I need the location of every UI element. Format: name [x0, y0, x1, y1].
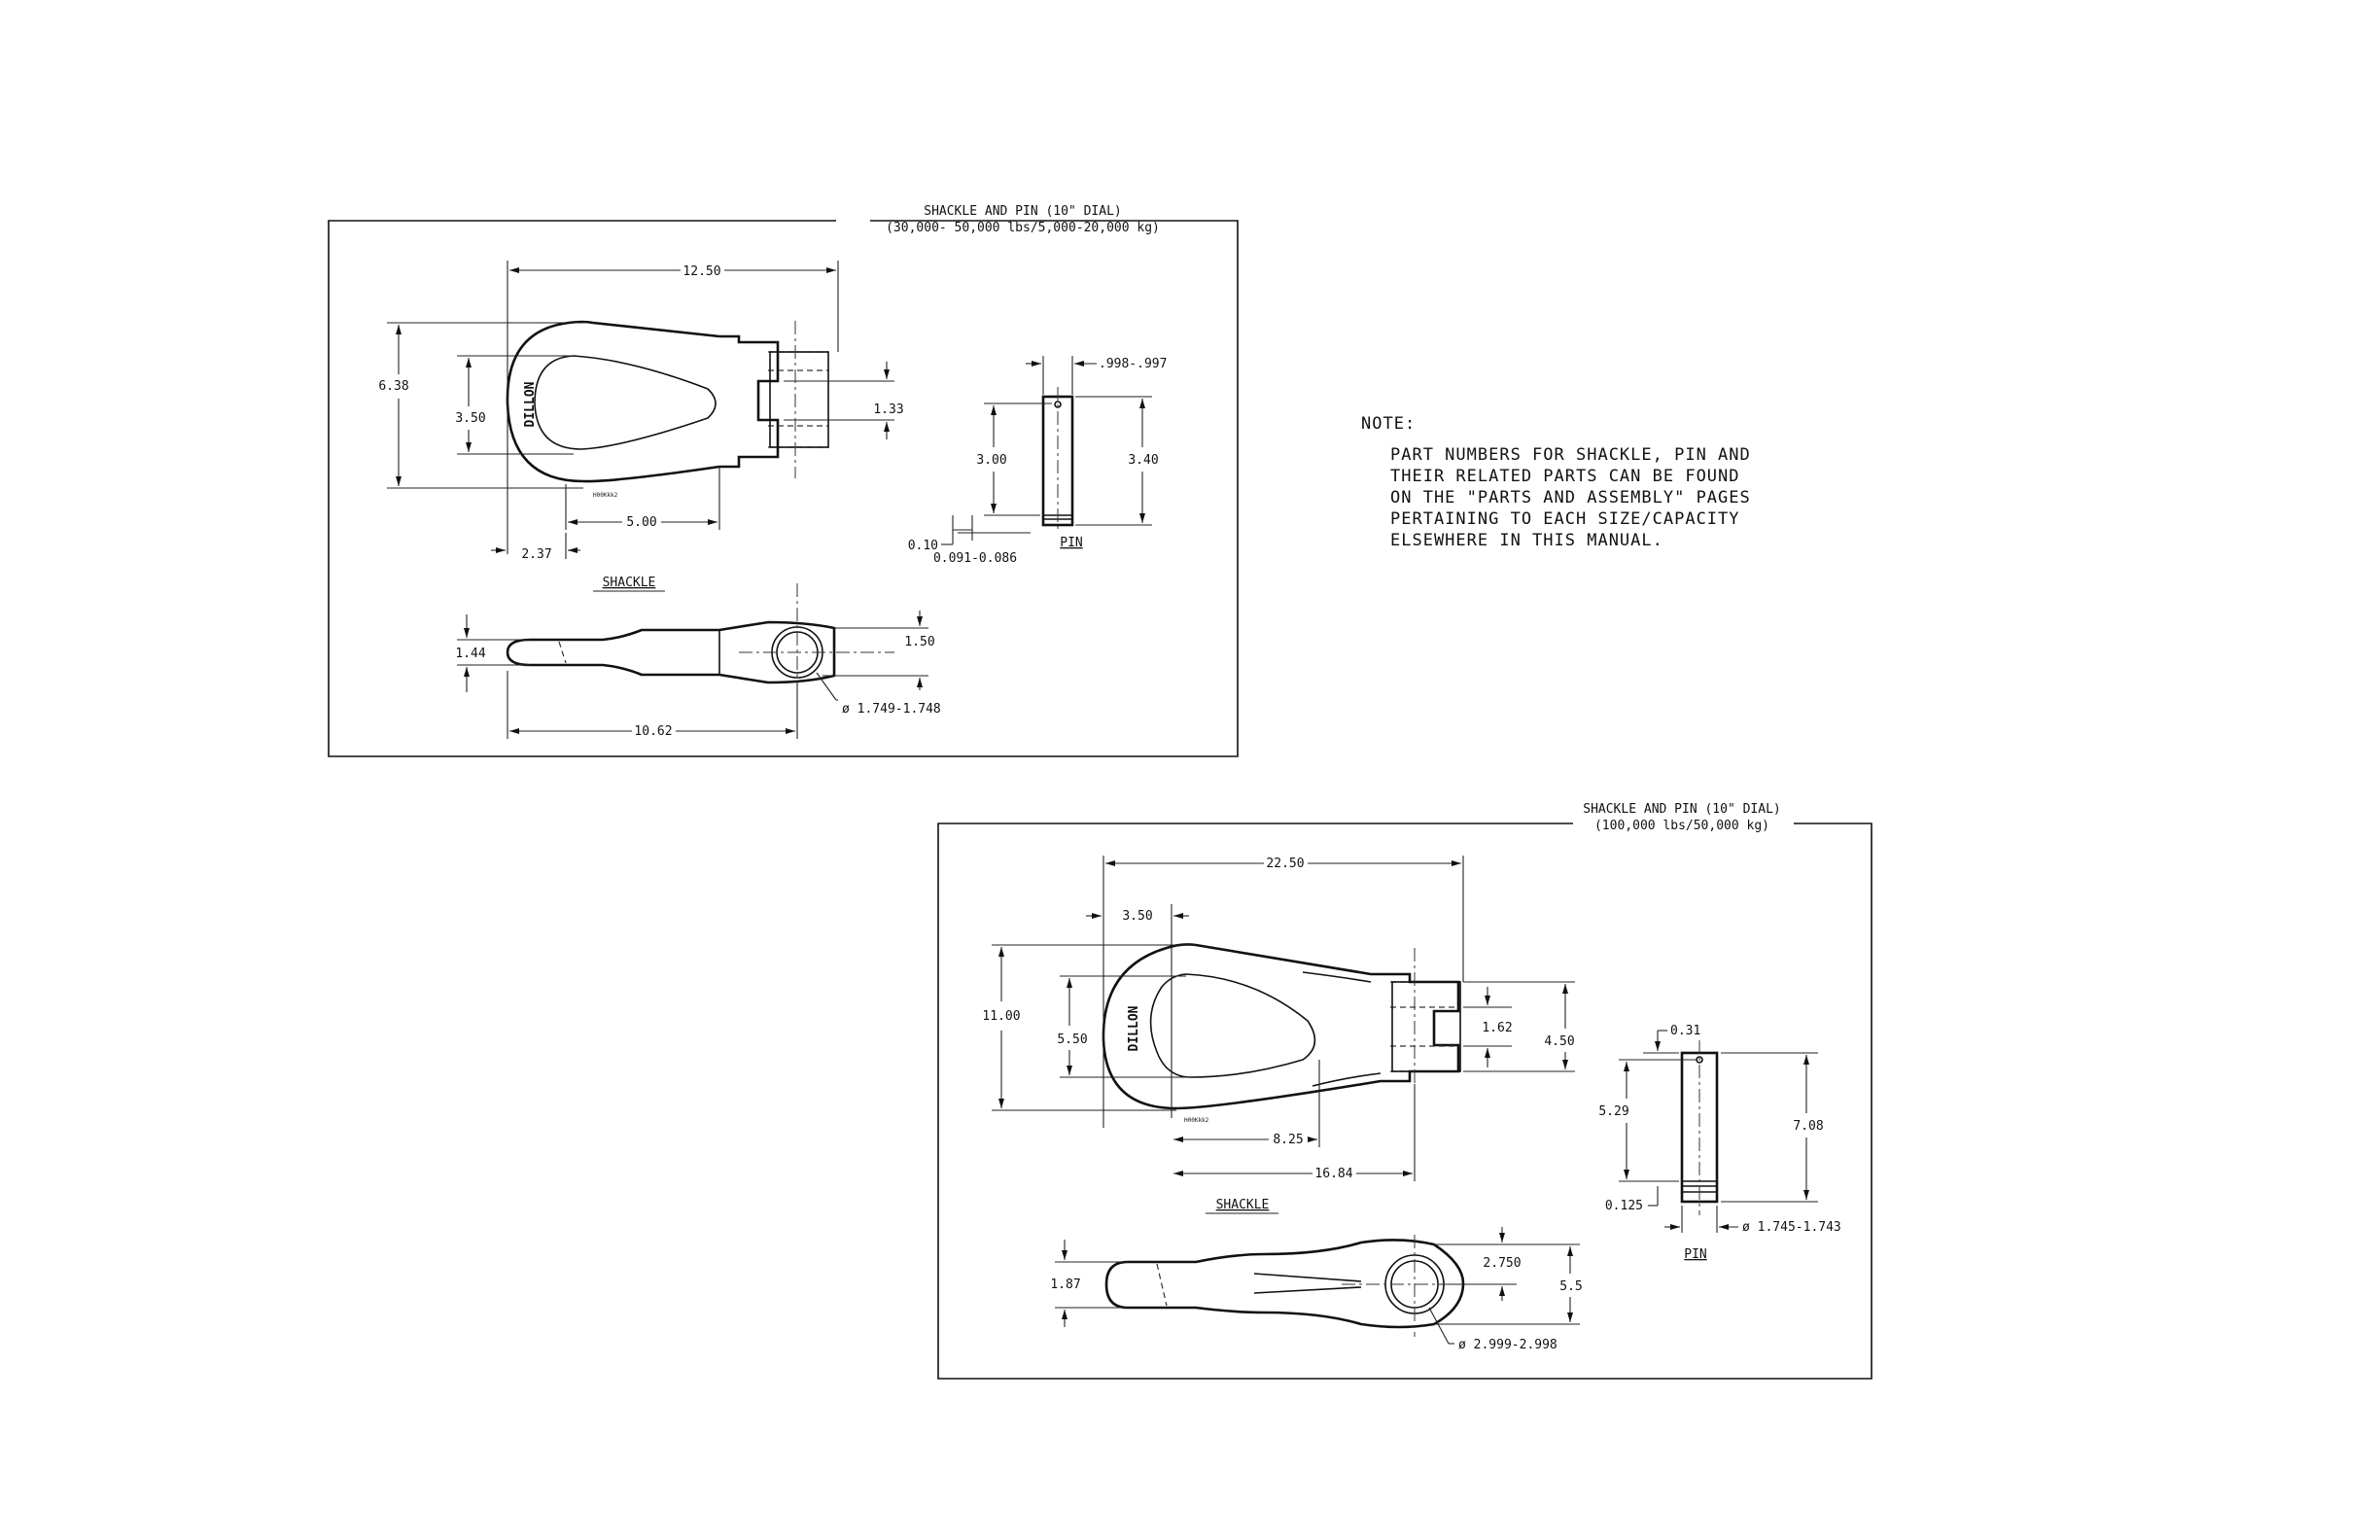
- dim-1-groove-dia: 0.091-0.086: [933, 551, 1017, 566]
- dim-2-groove: 0.125: [1605, 1199, 1643, 1213]
- note-line-5: ELSEWHERE IN THIS MANUAL.: [1390, 531, 1663, 550]
- dim-1-overall-length: 12.50: [682, 264, 720, 279]
- note-line-1: PART NUMBERS FOR SHACKLE, PIN AND: [1390, 445, 1751, 465]
- drawing-2-title: SHACKLE AND PIN (10" DIAL): [1583, 802, 1781, 817]
- dim-1-pin-dia: .998-.997: [1099, 357, 1167, 371]
- drawing-1: SHACKLE AND PIN (10" DIAL) (30,000- 50,0…: [328, 204, 1239, 757]
- shackle-1-part-code: H00Kkk2: [593, 492, 618, 499]
- dim-2-clevis-outer: 4.50: [1544, 1034, 1574, 1049]
- dim-1-pin-grip: 3.00: [976, 453, 1006, 468]
- dim-2-overall-length: 22.50: [1266, 857, 1304, 871]
- drawing-2-frame: [937, 822, 1872, 1380]
- note-heading: NOTE:: [1361, 414, 1416, 434]
- note-line-3: ON THE "PARTS AND ASSEMBLY" PAGES: [1390, 488, 1751, 508]
- pin-2-label: PIN: [1684, 1247, 1706, 1262]
- drawing-2-subtitle: (100,000 lbs/50,000 kg): [1594, 819, 1769, 833]
- drawing-1-frame: [328, 220, 1239, 757]
- dim-1-pin-length: 3.40: [1128, 453, 1158, 468]
- shackle-2-part-code: H00Kkk2: [1184, 1117, 1209, 1124]
- shackle-1-label: SHACKLE: [603, 576, 656, 590]
- shackle-1-top-dimensions: 1.44 1.50 ø 1.749-1.748 10.62: [455, 611, 941, 739]
- shackle-2-top-view: [1104, 1235, 1517, 1337]
- dim-1-boss: 1.50: [904, 635, 934, 649]
- drawing-2: SHACKLE AND PIN (10" DIAL) (100,000 lbs/…: [937, 802, 1872, 1380]
- dim-2-eye-width: 8.25: [1273, 1133, 1303, 1147]
- note-line-2: THEIR RELATED PARTS CAN BE FOUND: [1390, 467, 1740, 486]
- dim-1-hole-center: 10.62: [634, 724, 672, 739]
- shackle-2-label: SHACKLE: [1216, 1198, 1270, 1212]
- dim-1-inner-eye: 3.50: [455, 411, 485, 426]
- shackle-1-side-view: DILLON H00Kkk2: [506, 320, 829, 499]
- dim-2-pin-dia: ø 1.745-1.743: [1742, 1220, 1841, 1235]
- shackle-2-dimensions: 22.50 3.50 11.00 5.50 1.62 4.50: [982, 856, 1575, 1181]
- dim-1-groove-width: 0.10: [908, 539, 938, 553]
- dim-2-hole-dia: ø 2.999-2.998: [1458, 1338, 1558, 1352]
- dim-2-pin-grip: 5.29: [1598, 1104, 1628, 1119]
- dim-1-eye-to-clevis: 5.00: [626, 515, 656, 530]
- dim-2-clevis-gap: 1.62: [1482, 1021, 1512, 1035]
- note-line-4: PERTAINING TO EACH SIZE/CAPACITY: [1390, 509, 1740, 529]
- shackle-2-brand: DILLON: [1127, 1005, 1141, 1051]
- pin-2-dimensions: 0.31 5.29 7.08 0.125 ø 1.745-1.743: [1598, 1024, 1840, 1235]
- dim-2-pin-length: 7.08: [1793, 1119, 1823, 1134]
- dim-1-eye-offset: 2.37: [521, 547, 551, 562]
- pin-2-view: [1680, 1040, 1719, 1215]
- dim-1-eye-height: 6.38: [378, 379, 408, 394]
- dim-2-thickness: 1.87: [1050, 1278, 1080, 1292]
- dim-2-boss-half: 2.750: [1483, 1256, 1521, 1271]
- shackle-1-top-view: [506, 583, 894, 710]
- dim-1-thickness: 1.44: [455, 647, 485, 661]
- shackle-1-dimensions: 12.50 6.38 3.50 1.33 5.00 2.37: [378, 261, 904, 562]
- pin-1-dimensions: .998-.997 3.00 3.40 0.10 0.091-0.086: [908, 356, 1167, 566]
- shackle-2-top-dimensions: 1.87 2.750 5.5 ø 2.999-2.998: [1050, 1227, 1583, 1352]
- shackle-1-brand: DILLON: [523, 381, 538, 427]
- shackle-2-side-view: DILLON H00Kkk2: [1102, 943, 1461, 1124]
- dim-2-pin-head: 0.31: [1670, 1024, 1700, 1038]
- pin-1-label: PIN: [1060, 536, 1082, 550]
- dim-2-eye-height: 11.00: [982, 1009, 1020, 1024]
- drawing-1-title: SHACKLE AND PIN (10" DIAL): [924, 204, 1122, 219]
- dim-2-inner-eye: 5.50: [1057, 1032, 1087, 1047]
- drawing-1-subtitle: (30,000- 50,000 lbs/5,000-20,000 kg): [886, 221, 1160, 235]
- dim-1-clevis-gap: 1.33: [873, 402, 903, 417]
- note-block: NOTE: PART NUMBERS FOR SHACKLE, PIN AND …: [1361, 414, 1751, 550]
- pin-1-view: [1041, 387, 1074, 533]
- dim-2-eye-offset: 3.50: [1122, 909, 1152, 924]
- dim-2-eye-to-clevis: 16.84: [1314, 1167, 1352, 1181]
- dim-1-hole-dia: ø 1.749-1.748: [842, 702, 941, 717]
- dim-2-boss: 5.5: [1559, 1279, 1582, 1294]
